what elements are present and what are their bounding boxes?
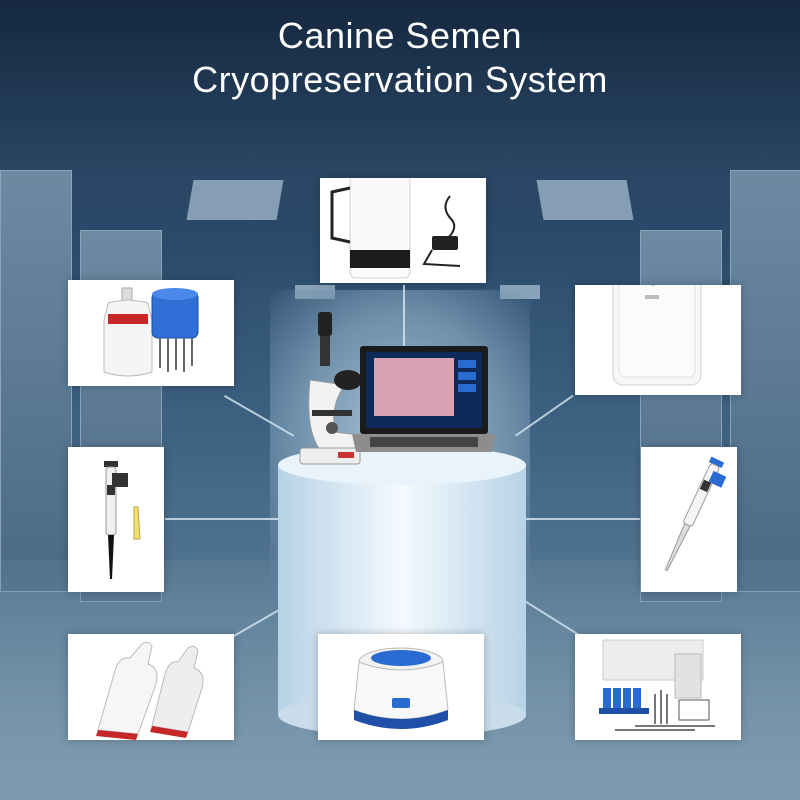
liquid-nitrogen-tank-icon: [68, 280, 234, 386]
incubator-icon: [575, 285, 741, 395]
microscope-and-laptop-icon: [299, 312, 496, 465]
item-card-upper-left: [68, 280, 234, 386]
item-card-bottom-left: [68, 634, 234, 740]
title-line-1: Canine Semen: [277, 15, 523, 56]
microscope-icon: [299, 312, 362, 465]
item-card-bottom-right: [575, 634, 741, 740]
title-line-2: Cryopreservation System: [192, 59, 608, 100]
connector-line: [165, 518, 280, 520]
connector-line: [403, 285, 405, 350]
lab-cabinet: [0, 170, 72, 592]
item-card-middle-right: [641, 447, 737, 592]
ceiling-light: [536, 180, 634, 220]
centrifuge-icon: [318, 634, 484, 740]
water-bath-thawer-icon: [320, 178, 486, 283]
item-card-bottom-center: [318, 634, 484, 740]
item-card-upper-right: [575, 285, 741, 395]
laptop-icon: [352, 346, 496, 452]
connector-line: [525, 518, 640, 520]
pipette-icon: [68, 447, 164, 592]
item-card-top: [320, 178, 486, 283]
ceiling-light: [186, 180, 284, 220]
page-title: Canine Semen Cryopreservation System: [0, 14, 800, 102]
lab-consumables-icon: [575, 634, 741, 740]
pipette-icon: [641, 447, 737, 592]
cryo-gloves-icon: [68, 634, 234, 740]
item-card-middle-left: [68, 447, 164, 592]
